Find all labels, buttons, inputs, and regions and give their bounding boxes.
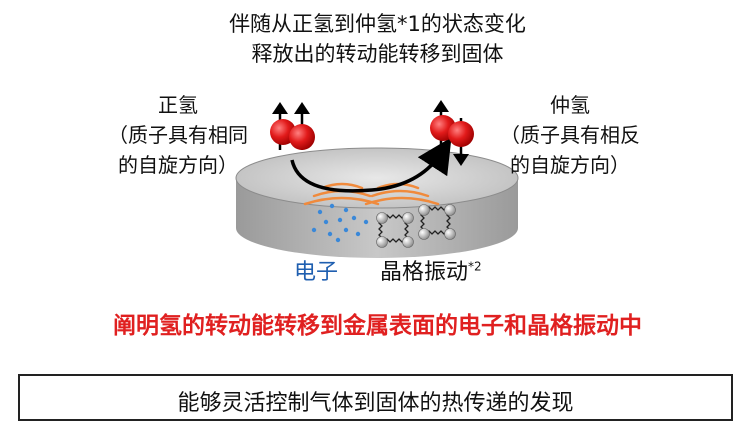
ortho-desc-line-1: （质子具有相同 [108,123,248,147]
phonon-label: 晶格振动*2 [380,254,482,286]
electron-dots [311,203,369,243]
para-desc-line-1: （质子具有相反 [500,123,640,147]
para-hydrogen-label: 仲氢 （质子具有相反 的自旋方向） [480,90,660,180]
transition-arrow [290,137,452,193]
electron-label: 电子 [294,260,339,285]
ortho-name: 正氢 [158,93,198,117]
phonon-footnote-mark: *2 [468,259,482,274]
para-hydrogen-molecule [430,100,474,166]
phonon-label-text: 晶格振动 [380,260,469,285]
ortho-hydrogen-molecule [270,102,315,150]
result-text: 能够灵活控制气体到固体的热传递的发现 [177,391,574,416]
ortho-desc-line-2: 的自旋方向） [118,153,238,177]
title-line-1: 伴随从正氢到仲氢*1的状态变化 [229,12,526,36]
para-desc-line-2: 的自旋方向） [510,153,630,177]
finding-caption: 阐明氢的转动能转移到金属表面的电子和晶格振动中 [113,313,642,339]
ortho-hydrogen-label: 正氢 （质子具有相同 的自旋方向） [98,90,258,180]
lattice-vibration [376,204,456,248]
para-name: 仲氢 [550,93,590,117]
title-line-2: 释放出的转动能转移到固体 [251,42,504,66]
result-box: 能够灵活控制气体到固体的热传递的发现 [18,374,733,421]
